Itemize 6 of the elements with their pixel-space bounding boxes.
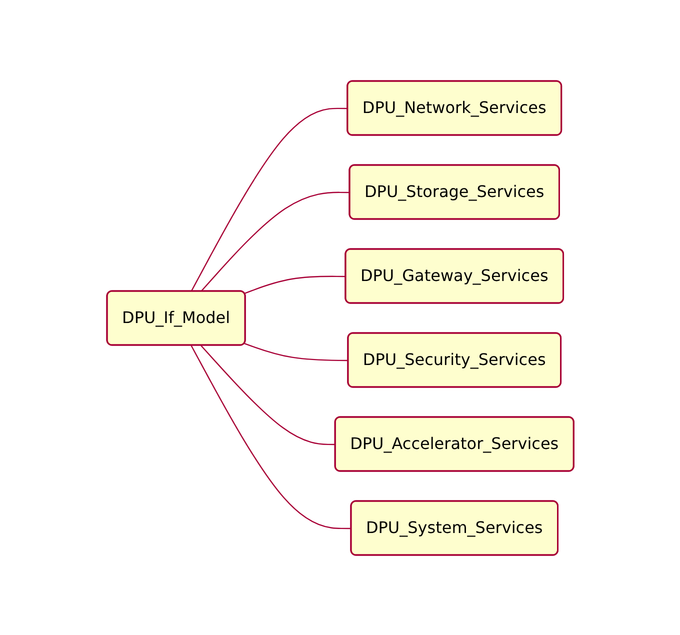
connector (190, 107, 348, 292)
connector (200, 344, 336, 445)
connector (244, 342, 348, 361)
connector (190, 344, 352, 529)
connector (244, 275, 346, 294)
connector (200, 191, 350, 292)
